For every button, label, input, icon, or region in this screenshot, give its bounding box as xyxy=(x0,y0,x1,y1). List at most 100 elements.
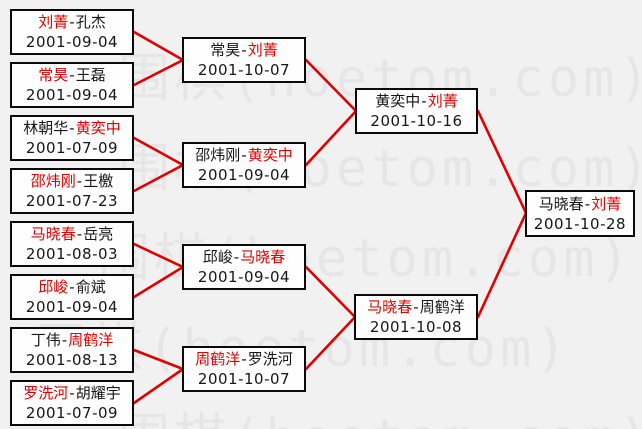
match-players: 邵炜刚-王檄 xyxy=(12,171,132,191)
match-date: 2001-10-07 xyxy=(197,61,291,79)
match-players: 常昊-刘菁 xyxy=(184,40,304,60)
player2-name: 刘菁 xyxy=(247,41,278,59)
connector-line xyxy=(132,367,185,405)
connector-line xyxy=(132,265,185,299)
player2-name: 岳亮 xyxy=(83,225,114,243)
match-players: 周鹤洋-罗洗河 xyxy=(184,349,304,369)
player1-name: 邵炜刚 xyxy=(30,172,76,190)
match-date: 2001-09-04 xyxy=(197,268,291,286)
player1-name: 林朝华 xyxy=(23,119,69,137)
player1-name: 刘菁 xyxy=(38,13,69,31)
match-date: 2001-08-03 xyxy=(25,245,119,263)
player1-name: 黄奕中 xyxy=(375,92,421,110)
player1-name: 邱峻 xyxy=(202,248,233,266)
match-box-r1-1: 刘菁-孔杰 2001-09-04 xyxy=(10,9,134,55)
match-date: 2001-07-23 xyxy=(25,192,119,210)
player1-name: 周鹤洋 xyxy=(195,350,241,368)
connector-line xyxy=(304,265,357,319)
connector-line xyxy=(132,242,185,269)
vs-dash: - xyxy=(413,298,419,316)
vs-dash: - xyxy=(584,194,591,213)
match-box-final: 马晓春-刘菁 2001-10-28 xyxy=(525,190,635,237)
player1-name: 常昊 xyxy=(210,41,241,59)
connector-line xyxy=(476,211,528,319)
match-box-r1-7: 丁伟-周鹤洋 2001-08-13 xyxy=(10,327,134,373)
player2-name: 王檄 xyxy=(83,172,114,190)
vs-dash: - xyxy=(69,119,75,137)
match-players: 邱峻-俞斌 xyxy=(12,277,132,297)
vs-dash: - xyxy=(69,384,75,402)
match-players: 马晓春-周鹤洋 xyxy=(356,297,476,317)
player1-name: 马晓春 xyxy=(30,225,76,243)
match-date: 2001-09-04 xyxy=(25,33,119,51)
match-date: 2001-08-13 xyxy=(25,351,119,369)
match-date: 2001-10-08 xyxy=(369,318,463,336)
player2-name: 周鹤洋 xyxy=(68,331,114,349)
player2-name: 胡耀宇 xyxy=(75,384,121,402)
connector-line xyxy=(132,348,185,371)
match-date: 2001-09-04 xyxy=(197,166,291,184)
match-box-r2-2: 邵炜刚-黄奕中 2001-09-04 xyxy=(182,142,306,188)
connector-line xyxy=(132,136,185,167)
match-box-r1-2: 常昊-王磊 2001-09-04 xyxy=(10,62,134,108)
match-date: 2001-09-04 xyxy=(25,86,119,104)
match-players: 邵炜刚-黄奕中 xyxy=(184,145,304,165)
match-box-sf-2: 马晓春-周鹤洋 2001-10-08 xyxy=(354,294,478,340)
match-date: 2001-09-04 xyxy=(25,298,119,316)
player2-name: 刘菁 xyxy=(591,194,622,213)
connector-line xyxy=(476,109,528,215)
match-box-r1-8: 罗洗河-胡耀宇 2001-07-09 xyxy=(10,380,134,426)
match-box-r1-3: 林朝华-黄奕中 2001-07-09 xyxy=(10,115,134,161)
vs-dash: - xyxy=(241,41,247,59)
player2-name: 周鹤洋 xyxy=(419,298,465,316)
vs-dash: - xyxy=(76,172,83,190)
player1-name: 马晓春 xyxy=(367,298,413,316)
match-box-r1-5: 马晓春-岳亮 2001-08-03 xyxy=(10,221,134,267)
player2-name: 俞斌 xyxy=(75,278,106,296)
player1-name: 邱峻 xyxy=(38,278,69,296)
match-players: 罗洗河-胡耀宇 xyxy=(12,383,132,403)
vs-dash: - xyxy=(69,278,75,296)
connector-line xyxy=(304,58,358,113)
player2-name: 王磊 xyxy=(75,66,106,84)
match-date: 2001-10-16 xyxy=(370,112,463,130)
connector-line xyxy=(132,163,185,193)
connector-line xyxy=(132,58,185,87)
player1-name: 丁伟 xyxy=(30,331,61,349)
vs-dash: - xyxy=(69,13,75,31)
match-players: 刘菁-孔杰 xyxy=(12,12,132,32)
match-players: 林朝华-黄奕中 xyxy=(12,118,132,138)
match-players: 邱峻-马晓春 xyxy=(184,247,304,267)
vs-dash: - xyxy=(241,146,247,164)
player2-name: 孔杰 xyxy=(75,13,106,31)
match-date: 2001-10-07 xyxy=(197,370,291,388)
vs-dash: - xyxy=(61,331,68,349)
player1-name: 常昊 xyxy=(38,66,69,84)
match-date: 2001-07-09 xyxy=(25,139,119,157)
player1-name: 罗洗河 xyxy=(23,384,69,402)
connector-line xyxy=(304,109,358,167)
player2-name: 罗洗河 xyxy=(247,350,293,368)
match-box-r2-4: 周鹤洋-罗洗河 2001-10-07 xyxy=(182,346,306,392)
match-box-r2-1: 常昊-刘菁 2001-10-07 xyxy=(182,37,306,83)
match-box-sf-1: 黄奕中-刘菁 2001-10-16 xyxy=(355,88,478,134)
match-players: 马晓春-岳亮 xyxy=(12,224,132,244)
player2-name: 马晓春 xyxy=(240,248,286,266)
watermark-text: 围棋(hoetom.com) xyxy=(118,396,642,429)
vs-dash: - xyxy=(241,350,247,368)
match-box-r1-4: 邵炜刚-王檄 2001-07-23 xyxy=(10,168,134,214)
connector-line xyxy=(304,315,357,371)
match-date: 2001-10-28 xyxy=(533,214,627,233)
player2-name: 黄奕中 xyxy=(75,119,121,137)
match-date: 2001-07-09 xyxy=(25,404,119,422)
player2-name: 刘菁 xyxy=(427,92,458,110)
vs-dash: - xyxy=(76,225,83,243)
player1-name: 马晓春 xyxy=(538,194,584,213)
match-players: 黄奕中-刘菁 xyxy=(357,91,476,111)
match-box-r1-6: 邱峻-俞斌 2001-09-04 xyxy=(10,274,134,320)
player2-name: 黄奕中 xyxy=(247,146,293,164)
connector-line xyxy=(132,30,185,62)
match-box-r2-3: 邱峻-马晓春 2001-09-04 xyxy=(182,244,306,290)
